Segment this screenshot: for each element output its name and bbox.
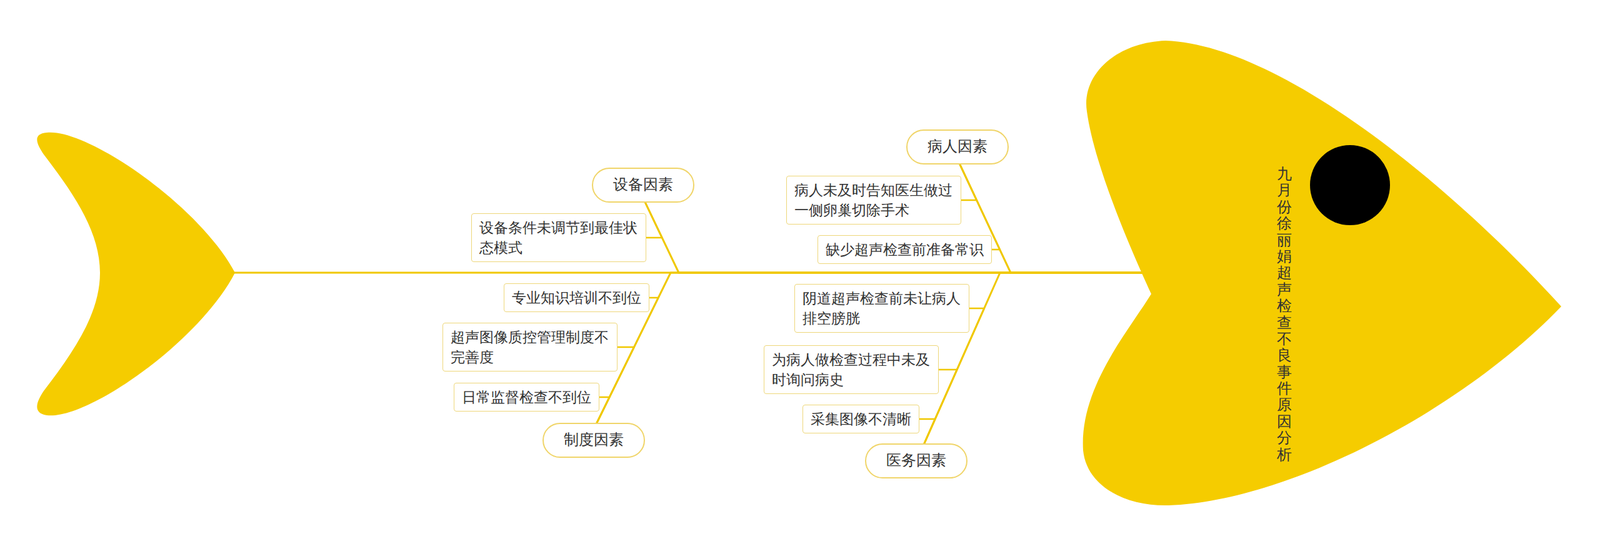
node-label: 为病人做检查过程中未及时询问病史 <box>771 349 931 390</box>
node-label: 医务因素 <box>886 450 947 470</box>
bone-connector <box>645 202 662 238</box>
fish-tail <box>36 132 235 416</box>
cause-box: 缺少超声检查前准备常识 <box>817 235 992 264</box>
node-label: 制度因素 <box>563 430 624 450</box>
node-label: 九月份徐丽娟超声检查不良事件原因分析 <box>1276 165 1292 463</box>
category-pill: 制度因素 <box>542 422 645 457</box>
category-pill: 医务因素 <box>865 443 968 478</box>
cause-box: 设备条件未调节到最佳状态模式 <box>471 213 647 262</box>
fish-head-shape <box>1078 37 1566 510</box>
node-label: 设备条件未调节到最佳状态模式 <box>479 217 639 258</box>
node-label: 病人未及时告知医生做过一侧卵巢切除手术 <box>794 180 954 220</box>
bone-connector <box>919 418 935 444</box>
node-label: 采集图像不清晰 <box>810 408 912 429</box>
cause-box: 阴道超声检查前未让病人排空膀胱 <box>794 283 970 333</box>
cause-box: 为病人做检查过程中未及时询问病史 <box>763 345 939 394</box>
cause-box: 日常监督检查不到位 <box>453 382 600 412</box>
node-label: 超声图像质控管理制度不完善度 <box>450 326 610 367</box>
node-label: 专业知识培训不到位 <box>511 287 642 308</box>
cause-box: 病人未及时告知医生做过一侧卵巢切除手术 <box>786 175 962 225</box>
node-label: 缺少超声检查前准备常识 <box>825 239 984 260</box>
node-label: 阴道超声检查前未让病人排空膀胱 <box>802 288 962 329</box>
bone-connector <box>596 272 1145 423</box>
category-pill: 设备因素 <box>591 167 695 202</box>
node-label: 日常监督检查不到位 <box>461 386 592 407</box>
cause-box: 超声图像质控管理制度不完善度 <box>442 322 618 372</box>
fish-eye <box>1310 145 1390 225</box>
node-label: 设备因素 <box>613 175 674 195</box>
category-pill: 病人因素 <box>906 129 1009 164</box>
fish-head-body <box>1083 40 1562 505</box>
cause-box: 采集图像不清晰 <box>802 404 920 434</box>
cause-box: 专业知识培训不到位 <box>503 283 650 312</box>
node-label: 病人因素 <box>927 136 988 157</box>
fish-head: 九月份徐丽娟超声检查不良事件原因分析 <box>1078 37 1566 510</box>
